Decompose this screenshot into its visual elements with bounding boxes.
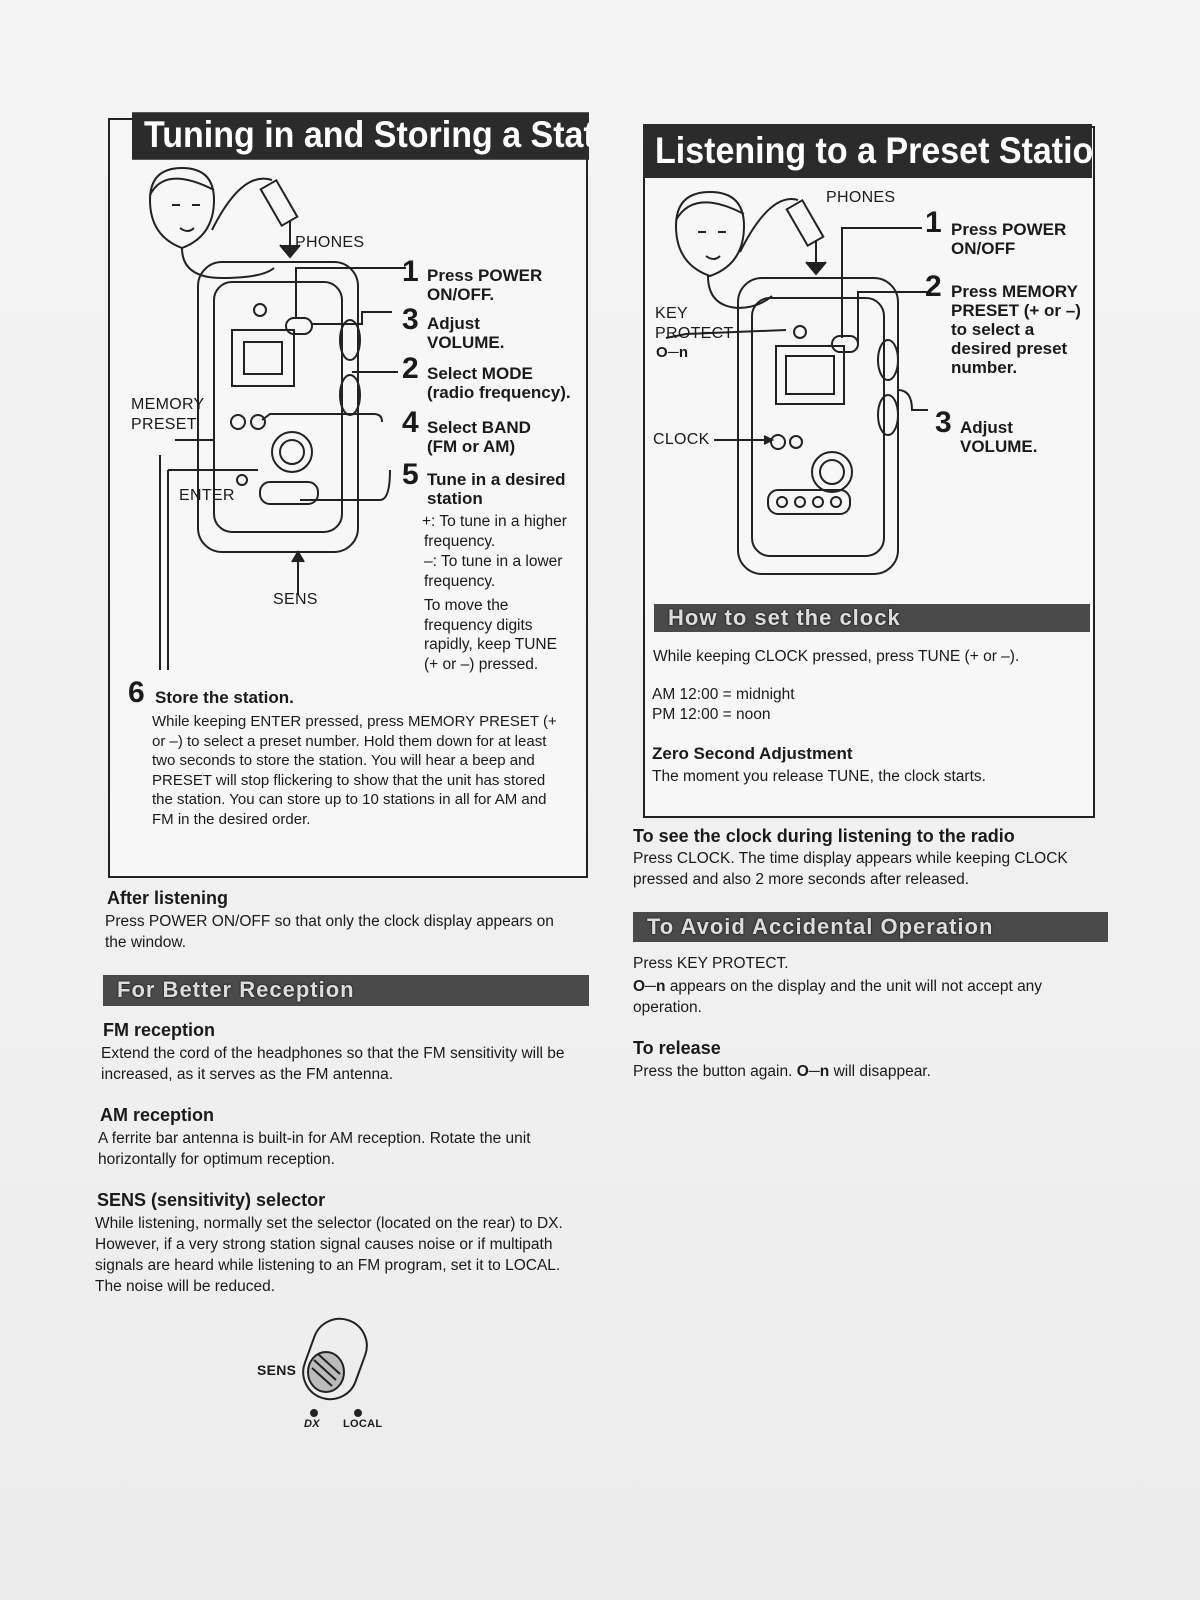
switch-sens-label: SENS	[257, 1362, 297, 1378]
key-protect-icon: O─n	[633, 978, 670, 995]
step-5-text: Tune in a desired station	[427, 470, 566, 508]
sens-label: SENS	[273, 591, 318, 608]
after-listening-text: Press POWER ON/OFF so that only the cloc…	[105, 913, 554, 951]
see-clock-heading: To see the clock during listening to the…	[633, 826, 1015, 846]
set-clock-title: How to set the clock	[654, 604, 1090, 632]
switch-dx-label: DX	[304, 1418, 320, 1430]
right-step-1-text: Press POWER ON/OFF	[951, 220, 1067, 258]
step-3-text: Adjust VOLUME.	[427, 314, 505, 352]
am-reception-text: A ferrite bar antenna is built-in for AM…	[98, 1130, 531, 1168]
see-clock-text: Press CLOCK. The time display appears wh…	[633, 850, 1068, 888]
enter-label: ENTER	[179, 487, 235, 504]
avoid-text-1: Press KEY PROTECT.	[633, 955, 789, 972]
right-step-3-number: 3	[935, 406, 952, 439]
clock-label: CLOCK	[653, 431, 710, 448]
tune-minus-text: –: To tune in a lower frequency.	[424, 553, 563, 590]
protect-label: PROTECT	[655, 325, 734, 342]
switch-local-label: LOCAL	[343, 1418, 383, 1430]
step-6-number: 6	[128, 676, 145, 709]
right-phones-label: PHONES	[826, 189, 896, 206]
to-release-text: Press the button again. O─n will disappe…	[633, 1061, 1093, 1082]
tuning-panel-title: Tuning in and Storing a Station	[132, 112, 589, 160]
avoid-operation-title: To Avoid Accidental Operation	[633, 912, 1108, 942]
step-3-number: 3	[402, 303, 419, 336]
after-listening-heading: After listening	[107, 888, 229, 908]
step-6-text: While keeping ENTER pressed, press MEMOR…	[152, 713, 557, 828]
key-label: KEY	[655, 305, 688, 322]
step-6-title: Store the station.	[155, 688, 294, 707]
right-step-1-number: 1	[925, 206, 942, 239]
step-1-text: Press POWER ON/OFF.	[427, 266, 543, 304]
memory-preset-label-1: MEMORY	[131, 396, 205, 413]
zero-second-heading: Zero Second Adjustment	[652, 744, 853, 763]
key-symbol-icon: O─n	[656, 344, 689, 361]
step-4-number: 4	[402, 406, 419, 439]
zero-second-text: The moment you release TUNE, the clock s…	[652, 768, 986, 785]
step-2-text: Select MODE (radio frequency).	[427, 364, 571, 402]
tune-plus-text: +: To tune in a higher frequency.	[422, 513, 567, 550]
better-reception-title: For Better Reception	[103, 975, 589, 1006]
right-step-2-text: Press MEMORY PRESET (+ or –) to select a…	[951, 282, 1081, 377]
tune-rapid-text: To move the frequency digits rapidly, ke…	[424, 597, 557, 673]
am-midnight-text: AM 12:00 = midnight	[652, 686, 795, 703]
step-1-number: 1	[402, 255, 419, 288]
set-clock-text: While keeping CLOCK pressed, press TUNE …	[653, 648, 1020, 665]
right-step-2-number: 2	[925, 270, 942, 303]
sens-selector-heading: SENS (sensitivity) selector	[97, 1190, 326, 1210]
fm-reception-text: Extend the cord of the headphones so tha…	[101, 1045, 565, 1083]
right-step-3-text: Adjust VOLUME.	[960, 418, 1038, 456]
memory-preset-label-2: PRESET	[131, 416, 197, 433]
phones-label: PHONES	[295, 234, 365, 251]
to-release-heading: To release	[633, 1038, 721, 1058]
step-5-number: 5	[402, 458, 419, 491]
key-release-icon: O─n	[796, 1063, 830, 1080]
to-release-text-a: Press the button again.	[633, 1063, 793, 1080]
step-4-text: Select BAND (FM or AM)	[427, 418, 531, 456]
step-2-number: 2	[402, 352, 419, 385]
avoid-text-2-body: appears on the display and the unit will…	[633, 978, 1043, 1016]
preset-panel-title: Listening to a Preset Station	[643, 124, 1092, 178]
pm-noon-text: PM 12:00 = noon	[652, 706, 771, 723]
avoid-text-2: O─n appears on the display and the unit …	[633, 976, 1093, 1018]
am-reception-heading: AM reception	[100, 1105, 215, 1125]
to-release-text-b: will disappear.	[833, 1063, 931, 1080]
sens-selector-text: While listening, normally set the select…	[95, 1215, 563, 1295]
fm-reception-heading: FM reception	[103, 1020, 216, 1040]
